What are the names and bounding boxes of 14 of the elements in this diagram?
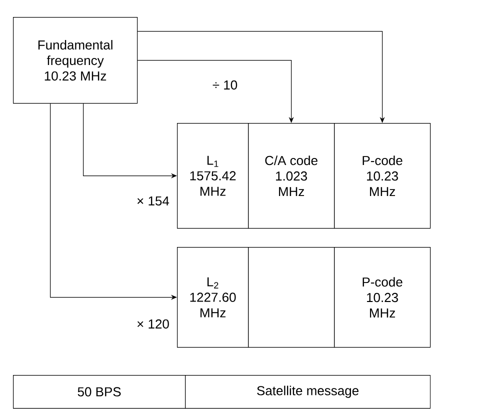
frequency-box: 50 BPS — [13, 375, 186, 409]
frequency-box: L$_{1}$ 1575.42 MHz — [177, 123, 249, 229]
frequency-box: Fundamental frequency 10.23 MHz — [13, 17, 138, 104]
arrow — [137, 31, 385, 123]
frequency-box: L$_{2}$ 1227.60 MHz — [177, 247, 249, 348]
edge-label: × 120 — [136, 318, 170, 330]
empty-box — [248, 247, 335, 348]
frequency-box: C/A code 1.023 MHz — [248, 123, 335, 229]
frequency-box: Satellite message — [185, 375, 431, 409]
arrow — [137, 60, 294, 123]
edge-label: ÷ 10 — [211, 79, 239, 91]
frequency-box: P-code 10.23 MHz — [334, 123, 431, 229]
frequency-box: P-code 10.23 MHz — [334, 247, 431, 348]
edge-label: × 154 — [136, 195, 170, 207]
